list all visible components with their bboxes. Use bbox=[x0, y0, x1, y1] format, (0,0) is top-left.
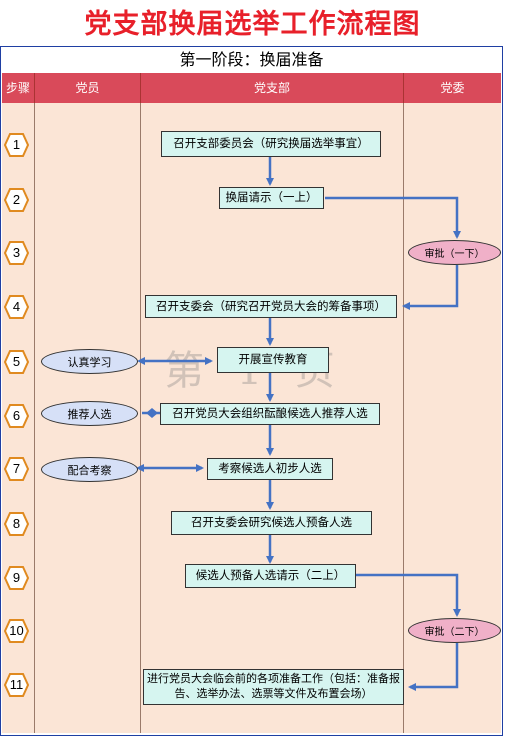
arrow-2-3 bbox=[325, 196, 461, 239]
hexagon-icon bbox=[4, 350, 29, 374]
header-committee: 党委 bbox=[404, 73, 501, 103]
step-number: 4 bbox=[12, 299, 21, 314]
hexagon-icon bbox=[4, 295, 29, 319]
step-badge: 11 bbox=[4, 673, 29, 697]
step7-box: 考察候选人初步人选 bbox=[207, 458, 333, 480]
step8-box: 召开支委会研究候选人预备人选 bbox=[171, 511, 372, 535]
step-number: 5 bbox=[12, 354, 21, 369]
step1-box: 召开支部委员会（研究换届选举事宜） bbox=[161, 131, 381, 157]
oval-recommend: 推荐人选 bbox=[41, 401, 138, 426]
step-number: 6 bbox=[12, 408, 21, 423]
arrow-3-4 bbox=[402, 265, 459, 310]
step-badge: 7 bbox=[4, 457, 29, 481]
step-badge: 8 bbox=[4, 512, 29, 536]
step9-box: 候选人预备人选请示（二上） bbox=[185, 564, 356, 588]
hexagon-icon bbox=[4, 404, 29, 428]
step-number: 9 bbox=[12, 570, 21, 585]
step-number: 7 bbox=[12, 461, 21, 476]
hexagon-icon bbox=[4, 566, 29, 590]
step-number: 1 bbox=[12, 137, 21, 152]
step-badge: 10 bbox=[4, 619, 29, 643]
step-number: 2 bbox=[12, 192, 21, 207]
step-badge: 6 bbox=[4, 404, 29, 428]
step-badge: 4 bbox=[4, 295, 29, 319]
step2-box: 换届请示（一上） bbox=[219, 187, 324, 209]
step-badge: 9 bbox=[4, 566, 29, 590]
step-badge: 3 bbox=[4, 241, 29, 265]
oval-study: 认真学习 bbox=[41, 349, 138, 374]
step-badge: 2 bbox=[4, 188, 29, 212]
step5-box: 开展宣传教育 bbox=[217, 347, 329, 373]
hexagon-icon bbox=[4, 188, 29, 212]
diagram-frame bbox=[0, 46, 503, 736]
hexagon-icon bbox=[4, 133, 29, 157]
hexagon-icon bbox=[4, 241, 29, 265]
oval-approve-1: 审批（一下） bbox=[408, 240, 501, 265]
page-title: 党支部换届选举工作流程图 bbox=[84, 9, 421, 40]
step6-box: 召开党员大会组织酝酿候选人推荐人选 bbox=[160, 403, 380, 425]
step11-box: 进行党员大会临会前的各项准备工作（包括：准备报告、选举办法、选票等文件及布置会场… bbox=[143, 669, 404, 705]
step-number: 10 bbox=[9, 623, 24, 638]
arrow-9-10 bbox=[356, 573, 461, 617]
hexagon-icon bbox=[4, 619, 29, 643]
header-step: 步骤 bbox=[2, 73, 35, 103]
hexagon-icon bbox=[4, 673, 29, 697]
arrow-10-11 bbox=[408, 643, 459, 691]
header-member: 党员 bbox=[35, 73, 141, 103]
step-number: 3 bbox=[12, 245, 21, 260]
step-number: 8 bbox=[12, 516, 21, 531]
step-badge: 5 bbox=[4, 350, 29, 374]
phase-label: 第一阶段：换届准备 bbox=[179, 50, 324, 69]
hexagon-icon bbox=[4, 457, 29, 481]
oval-approve-2: 审批（二下） bbox=[408, 618, 501, 643]
step4-box: 召开支委会（研究召开党员大会的筹备事项） bbox=[145, 295, 397, 318]
header-branch: 党支部 bbox=[141, 73, 404, 103]
step-number: 11 bbox=[9, 677, 24, 692]
step-badge: 1 bbox=[4, 133, 29, 157]
oval-cooperate: 配合考察 bbox=[41, 457, 138, 482]
hexagon-icon bbox=[4, 512, 29, 536]
recommend-connector-diamond bbox=[146, 408, 158, 418]
